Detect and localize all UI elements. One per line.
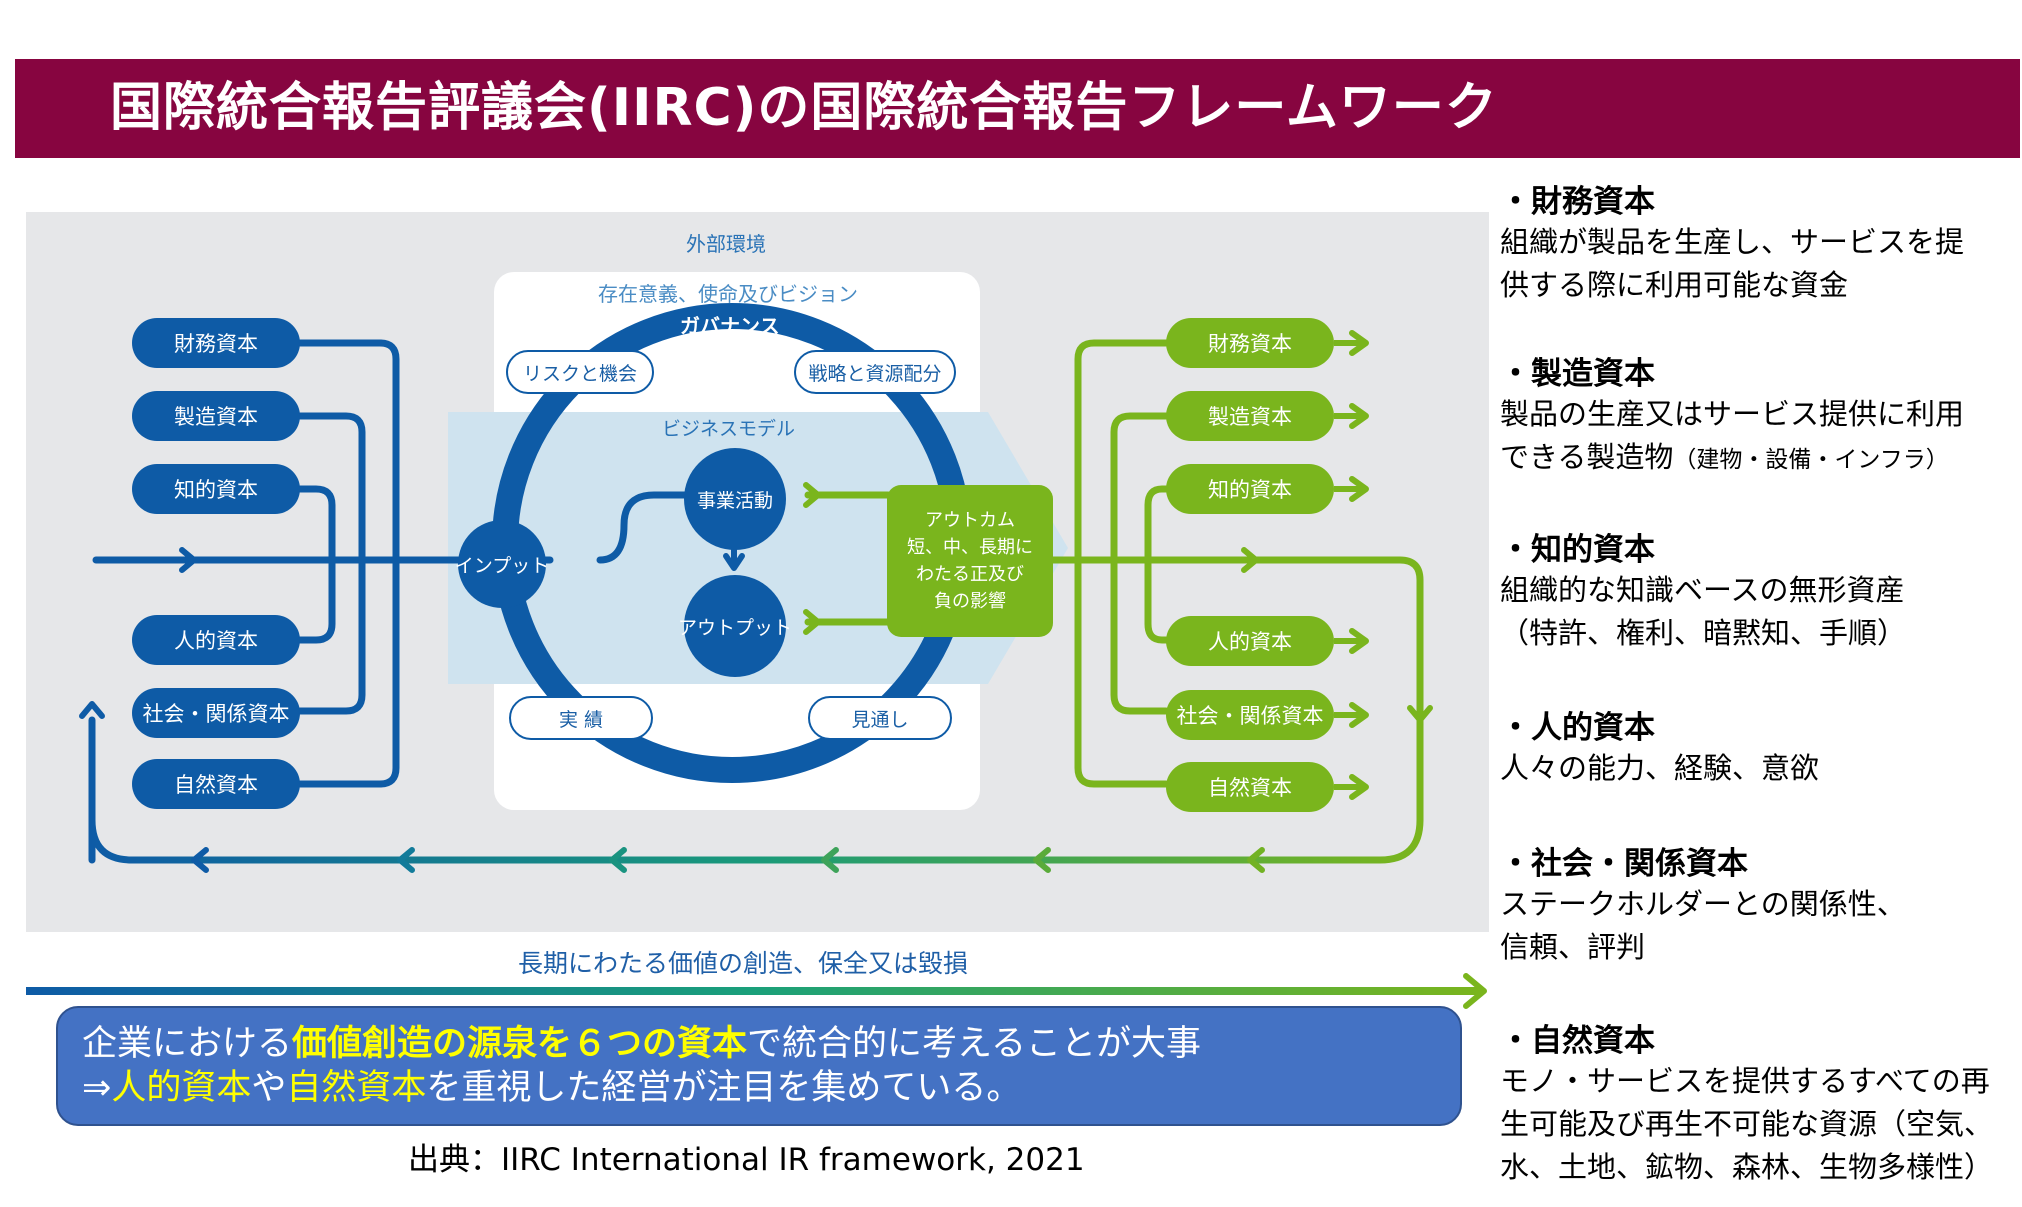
outcome-main-line — [1049, 556, 1424, 824]
callout-highlight-human: 人的資本 — [111, 1068, 252, 1108]
business-model-label: ビジネスモデル — [662, 418, 796, 440]
capital-heading: ・人的資本 — [1500, 710, 1655, 746]
risks-opportunities-pill: リスクと機会 — [506, 350, 654, 394]
flow-financial-out — [1074, 339, 1170, 788]
capital-natural-section: ・自然資本 モノ・サービスを提供するすべての再 生可能及び再生不可能な資源（空気… — [1500, 1015, 2010, 1189]
capital-desc: 組織が製品を生産し、サービスを提 — [1500, 225, 1965, 259]
capital-desc: 供する際に利用可能な資金 — [1500, 268, 1849, 302]
capital-financial-section: ・財務資本 組織が製品を生産し、サービスを提 供する際に利用可能な資金 — [1500, 176, 2010, 307]
arrowhead-loop-up — [79, 701, 105, 719]
capital-desc: （特許、権利、暗黙知、手順） — [1500, 616, 1907, 650]
input-capital-human: 人的資本 — [132, 615, 300, 665]
capital-desc: 信頼、評判 — [1500, 930, 1646, 964]
output-capital-manufactured: 製造資本 — [1166, 391, 1334, 441]
arrowhead-out-3 — [1349, 476, 1369, 502]
governance-label: ガバナンス — [680, 314, 780, 338]
capital-heading: ・財務資本 — [1500, 184, 1655, 220]
external-environment-label: 外部環境 — [686, 232, 766, 256]
arrowhead-out-6 — [1349, 774, 1369, 800]
capital-desc: 製品の生産又はサービス提供に利用 — [1500, 397, 1965, 431]
performance-pill: 実 績 — [509, 696, 653, 740]
loop-arrow-1 — [191, 847, 209, 873]
capital-manufactured-section: ・製造資本 製品の生産又はサービス提供に利用 できる製造物（建物・設備・インフラ… — [1500, 348, 2010, 482]
page-title: 国際統合報告評議会(IIRC)の国際統合報告フレームワーク — [110, 78, 1498, 138]
arrowhead-input — [179, 547, 197, 573]
long-term-arrowhead — [1463, 973, 1487, 1009]
capital-note: （建物・設備・インフラ） — [1673, 447, 1949, 473]
outcomes-box: アウトカム 短、中、長期に わたる正及び 負の影響 — [887, 485, 1053, 637]
output-capital-intellectual: 知的資本 — [1166, 464, 1334, 514]
arrowhead-loop-down — [1407, 705, 1433, 723]
capital-desc: ステークホルダーとの関係性、 — [1500, 887, 1906, 921]
arrowhead-out-5 — [1349, 702, 1369, 728]
capital-desc: 組織的な知識ベースの無形資産 — [1500, 573, 1905, 607]
key-message-callout: 企業における価値創造の源泉を６つの資本で統合的に考えることが大事 ⇒人的資本や自… — [56, 1006, 1462, 1126]
capital-social-section: ・社会・関係資本 ステークホルダーとの関係性、 信頼、評判 — [1500, 838, 2010, 969]
source-citation: 出典：IIRC International IR framework, 2021 — [408, 1142, 1085, 1178]
business-activities-node: 事業活動 — [684, 448, 786, 550]
capital-desc: 生可能及び再生不可能な資源（空気、 — [1500, 1107, 1994, 1141]
inputs-node: インプット — [455, 520, 549, 608]
capital-desc: 水、土地、鉱物、森林、生物多様性） — [1500, 1150, 1994, 1184]
input-capital-financial: 財務資本 — [132, 318, 300, 368]
output-capital-natural: 自然資本 — [1166, 762, 1334, 812]
loop-arrow-5 — [1033, 847, 1051, 873]
callout-line-2: ⇒人的資本や自然資本を重視した経営が注目を集めている。 — [82, 1068, 1022, 1108]
loop-arrow-6 — [1247, 847, 1265, 873]
loop-arrow-4 — [821, 847, 839, 873]
capital-desc: できる製造物 — [1500, 440, 1674, 474]
arrowhead-out-1 — [1349, 330, 1369, 356]
arrowhead-activities — [803, 482, 821, 508]
callout-line-1: 企業における価値創造の源泉を６つの資本で統合的に考えることが大事 — [82, 1024, 1201, 1064]
capital-heading: ・社会・関係資本 — [1500, 846, 1748, 882]
value-loop-bottom — [88, 819, 1424, 864]
output-capital-financial: 財務資本 — [1166, 318, 1334, 368]
outcome-line: わたる正及び — [916, 564, 1024, 585]
capital-intellectual-section: ・知的資本 組織的な知識ベースの無形資産 （特許、権利、暗黙知、手順） — [1500, 524, 2010, 655]
capital-desc: モノ・サービスを提供するすべての再 — [1500, 1064, 1990, 1098]
capital-heading: ・製造資本 — [1500, 356, 1655, 392]
output-capital-social: 社会・関係資本 — [1166, 690, 1334, 740]
flow-intellectual-in — [296, 485, 336, 644]
outcome-line: アウトカム — [925, 510, 1015, 531]
inputs-to-activities — [596, 491, 694, 564]
purpose-label: 存在意義、使命及びビジョン — [598, 282, 858, 306]
arrowhead-activities-outputs — [723, 553, 745, 571]
arrowhead-out-2 — [1349, 403, 1369, 429]
flow-manufactured-out — [1110, 412, 1170, 715]
input-capital-manufactured: 製造資本 — [132, 391, 300, 441]
long-term-value-label: 長期にわたる価値の創造、保全又は毀損 — [518, 949, 969, 978]
callout-highlight-natural: 自然資本 — [286, 1068, 427, 1108]
outcome-line: 負の影響 — [934, 591, 1006, 612]
input-capital-intellectual: 知的資本 — [132, 464, 300, 514]
output-capital-human: 人的資本 — [1166, 616, 1334, 666]
capital-heading: ・自然資本 — [1500, 1023, 1655, 1059]
flow-intellectual-out — [1144, 485, 1170, 644]
arrowhead-out-4 — [1349, 628, 1369, 654]
loop-arrow-3 — [609, 847, 627, 873]
input-capital-natural: 自然資本 — [132, 759, 300, 809]
input-capital-social: 社会・関係資本 — [132, 688, 300, 738]
capital-desc: 人々の能力、経験、意欲 — [1500, 751, 1820, 785]
strategy-allocation-pill: 戦略と資源配分 — [794, 350, 956, 394]
callout-highlight: 価値創造の源泉を６つの資本 — [292, 1024, 748, 1064]
arrowhead-outputs — [803, 609, 821, 635]
outcome-line: 短、中、長期に — [907, 537, 1033, 558]
arrowhead-outcome-line — [1241, 547, 1259, 573]
title-banner: 国際統合報告評議会(IIRC)の国際統合報告フレームワーク — [15, 59, 2020, 158]
outputs-node: アウトプット — [678, 575, 792, 677]
capital-heading: ・知的資本 — [1500, 532, 1655, 568]
long-term-arrow-bar — [26, 987, 1480, 995]
outlook-pill: 見通し — [808, 696, 952, 740]
loop-arrow-2 — [397, 847, 415, 873]
capital-human-section: ・人的資本 人々の能力、経験、意欲 — [1500, 702, 2010, 790]
